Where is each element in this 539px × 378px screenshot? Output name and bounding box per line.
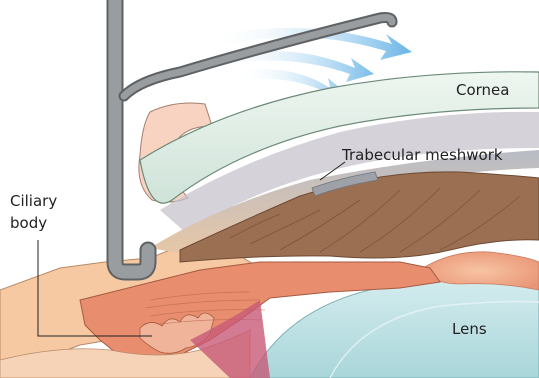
ciliary-body-label-line2: body [10, 214, 47, 232]
cornea-label: Cornea [456, 81, 509, 99]
trabecular-meshwork-label: Trabecular meshwork [341, 146, 503, 164]
lens-label: Lens [452, 320, 487, 338]
ciliary-body-label-line1: Ciliary [10, 192, 57, 210]
